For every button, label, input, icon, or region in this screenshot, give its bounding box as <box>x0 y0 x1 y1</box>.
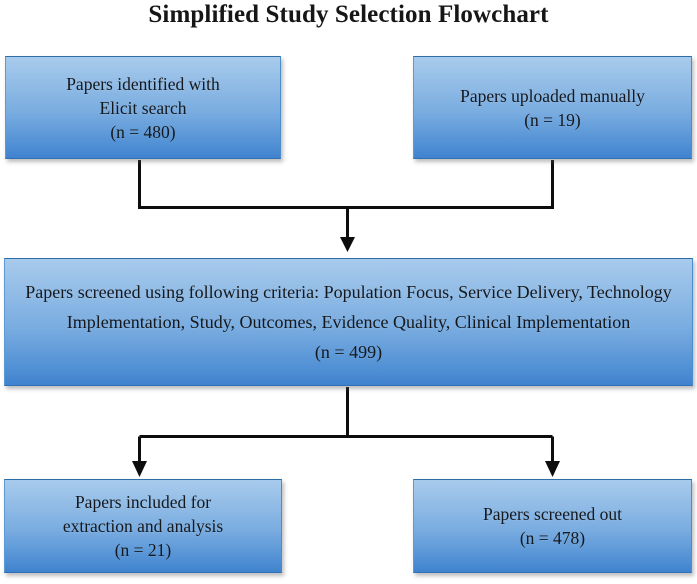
node-papers-included-label: Papers included for extraction and analy… <box>62 492 224 560</box>
node-papers-screened-label: Papers screened using following criteria… <box>25 282 672 362</box>
node-papers-identified-label: Papers identified with Elicit search (n … <box>66 73 220 142</box>
node-papers-screened-out[interactable]: Papers screened out (n = 478) <box>413 479 692 573</box>
node-papers-included[interactable]: Papers included for extraction and analy… <box>4 479 282 573</box>
arrowhead-to-included <box>132 461 147 477</box>
node-papers-uploaded-manually-label: Papers uploaded manually (n = 19) <box>460 85 645 130</box>
arrowhead-to-screened-out <box>545 461 560 477</box>
node-papers-uploaded-manually[interactable]: Papers uploaded manually (n = 19) <box>413 56 692 159</box>
node-papers-screened[interactable]: Papers screened using following criteria… <box>4 258 693 386</box>
node-papers-identified[interactable]: Papers identified with Elicit search (n … <box>5 56 281 159</box>
page-title: Simplified Study Selection Flowchart <box>148 1 549 28</box>
arrowhead-to-screened <box>340 237 355 252</box>
node-papers-screened-out-label: Papers screened out (n = 478) <box>483 504 622 548</box>
connector-merge-top <box>138 160 554 209</box>
